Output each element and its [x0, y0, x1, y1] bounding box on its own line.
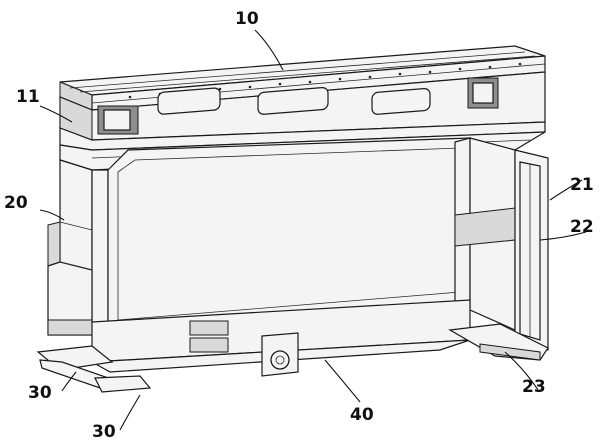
- label-21: 21: [570, 175, 594, 195]
- label-40: 40: [350, 405, 374, 425]
- label-10: 10: [235, 9, 259, 29]
- label-30-upper: 30: [28, 383, 52, 403]
- right-foot: [448, 323, 549, 361]
- leader-lines: [39, 29, 587, 431]
- left-upright: [47, 159, 109, 336]
- label-22: 22: [570, 217, 594, 237]
- left-feet: [36, 345, 152, 393]
- right-upright: [454, 137, 516, 331]
- side-plate: [514, 149, 549, 351]
- reference-labels: 10 11 20 21 22 23 30 30 40: [4, 9, 594, 442]
- label-30-lower: 30: [92, 422, 116, 442]
- label-20: 20: [4, 193, 28, 213]
- guide-rail-assembly: [59, 71, 546, 141]
- label-11: 11: [16, 87, 40, 107]
- label-23: 23: [522, 377, 546, 397]
- base-beam: [89, 299, 471, 377]
- central-panel: [107, 137, 471, 331]
